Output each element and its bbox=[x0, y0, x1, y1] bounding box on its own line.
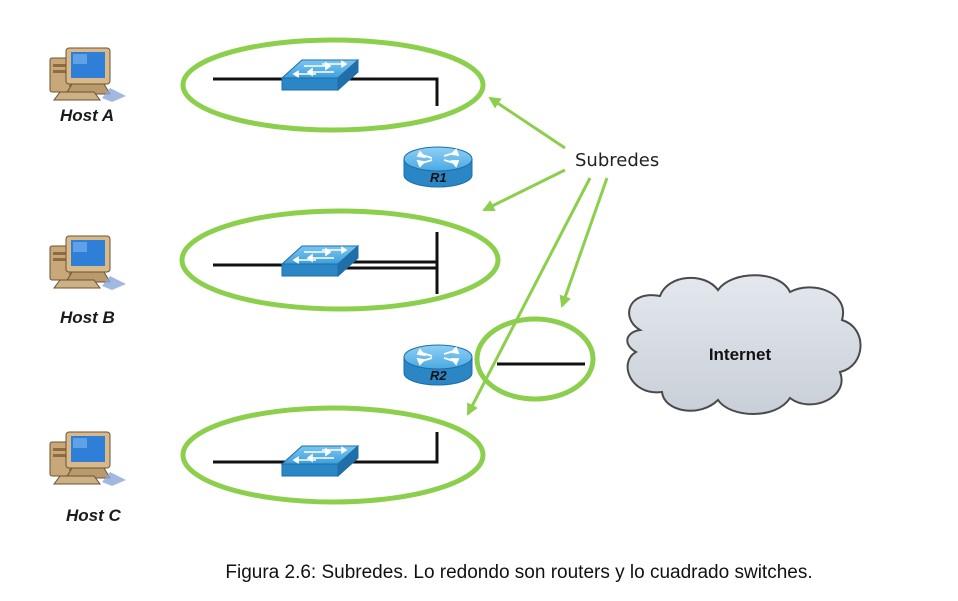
callout-arrow bbox=[482, 168, 566, 212]
switch-icon bbox=[281, 445, 359, 477]
internet-label: Internet bbox=[709, 345, 772, 364]
subnet-ring bbox=[180, 37, 486, 133]
subnet-internet-link bbox=[474, 316, 596, 402]
subnets-callout-label: Subredes bbox=[575, 150, 659, 171]
computer-icon bbox=[49, 235, 127, 291]
switch-icon bbox=[281, 59, 359, 91]
router-r2-label: R2 bbox=[430, 368, 447, 383]
switch-icon bbox=[281, 245, 359, 277]
subnet-a bbox=[180, 37, 486, 133]
host-a-label: Host A bbox=[60, 106, 114, 125]
computer-icon bbox=[49, 431, 127, 487]
subnet-ring bbox=[179, 208, 501, 312]
figure-caption: Figura 2.6: Subredes. Lo redondo son rou… bbox=[225, 562, 813, 583]
cloud-icon bbox=[626, 274, 862, 415]
router-r1: R1 bbox=[403, 146, 473, 188]
callout-arrow bbox=[466, 177, 592, 416]
callout-arrow bbox=[488, 96, 566, 150]
subnet-c bbox=[180, 405, 486, 505]
subnets-callout: Subredes bbox=[466, 96, 659, 416]
computer-icon bbox=[49, 47, 127, 103]
host-b-label: Host B bbox=[60, 308, 115, 327]
internet-cloud: Internet bbox=[626, 274, 862, 415]
subnet-b bbox=[179, 208, 501, 312]
subnet-ring bbox=[474, 316, 596, 402]
callout-arrow bbox=[559, 177, 609, 308]
subnet-ring bbox=[180, 405, 486, 505]
router-r1-label: R1 bbox=[430, 170, 447, 185]
router-r2: R2 bbox=[403, 344, 473, 386]
host-c-label: Host C bbox=[66, 506, 122, 525]
